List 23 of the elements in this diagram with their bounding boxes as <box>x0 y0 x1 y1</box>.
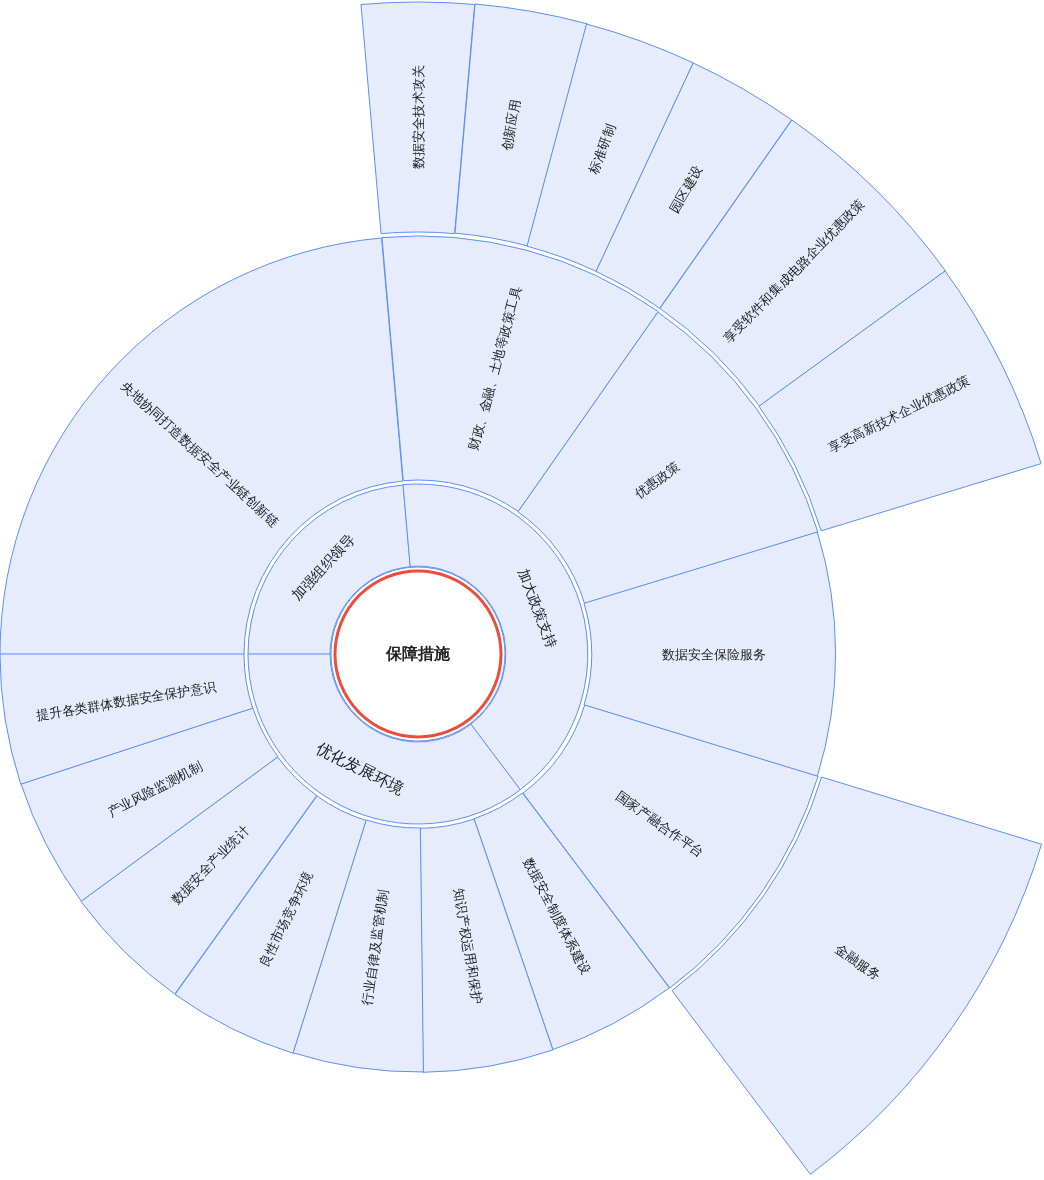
segment-label: 央地协同打造数据安全产业链创新链 <box>118 378 281 530</box>
segment-label: 良性市场竞争环境 <box>256 869 315 969</box>
segment-label: 优惠政策 <box>632 459 683 501</box>
segment-label: 数据安全保险服务 <box>662 647 766 661</box>
segment-label: 享受软件和集成电路企业优惠政策 <box>721 196 868 346</box>
segment-label: 财政、金融、土地等政策工具 <box>466 284 523 452</box>
segment-label: 提升各类群体数据安全保护意识 <box>34 679 217 722</box>
segment-label: 知识产权运用和保护 <box>451 886 485 1005</box>
segment-label: 加大政策支持 <box>516 566 560 650</box>
segment-label: 加强组织领导 <box>289 531 357 603</box>
segment-label: 创新应用 <box>500 98 523 152</box>
segment-label: 国家产融合作平台 <box>614 788 707 859</box>
segment-label: 行业自律及监管机制 <box>360 888 390 1006</box>
segment-label: 享受高新技术企业优惠政策 <box>825 373 972 455</box>
segment-label: 标准研制 <box>586 122 617 176</box>
segment-label: 数据安全制度体系建设 <box>520 855 593 976</box>
center-label: 保障措施 <box>386 646 450 662</box>
segment-label: 园区建设 <box>667 163 706 215</box>
segment-label: 产业风险监测机制 <box>105 759 204 819</box>
segment-label: 数据安全产业统计 <box>168 823 252 907</box>
segment-label: 金融服务 <box>832 941 883 983</box>
segment-label: 数据安全技术攻关 <box>411 65 425 169</box>
segment-label: 优化发展环境 <box>313 740 407 798</box>
